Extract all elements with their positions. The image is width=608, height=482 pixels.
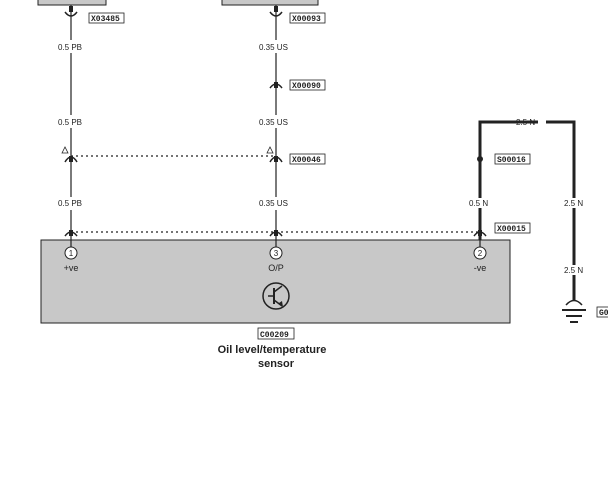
wire-label-pb-2: 0.5 PB — [58, 118, 82, 127]
module-connector-pin1-symbol — [64, 230, 78, 237]
module-connector-pin2-symbol — [473, 230, 487, 237]
wire-n-ground-run — [546, 120, 576, 300]
ground-connector-label: G0 — [599, 309, 608, 318]
wire-label-n-top: 2.5 N — [516, 118, 535, 127]
sensor-title-line1: Oil level/temperature — [218, 344, 327, 356]
connector-s00016-box — [494, 153, 531, 165]
ground-connector-box — [596, 306, 608, 318]
wire-n-top-run — [478, 120, 538, 240]
module-connector-pin3-symbol — [269, 230, 283, 237]
sensor-id-box — [257, 327, 295, 340]
sensor-id-label: C00209 — [260, 331, 289, 340]
connector-x00015-box — [494, 222, 531, 234]
connector-x00090-label: X00090 — [292, 82, 321, 91]
transistor-icon — [262, 282, 290, 310]
splice-marker-middle — [266, 146, 283, 163]
wire-label-us-1: 0.35 US — [259, 43, 288, 52]
connector-x03485-box — [88, 12, 125, 24]
ground-symbol — [562, 299, 586, 323]
sensor-pin-2-label: -ve — [474, 263, 487, 273]
svg-text:2: 2 — [478, 249, 483, 258]
wire-label-n-right-1: 2.5 N — [564, 199, 583, 208]
connector-x00090-box — [289, 79, 326, 91]
sensor-pin-3: 3 — [269, 246, 283, 260]
sensor-pin-2: 2 — [473, 246, 487, 260]
splice-s00016 — [477, 156, 483, 162]
sensor-title-line2: sensor — [258, 358, 295, 370]
connector-x00093-box — [289, 12, 326, 24]
svg-text:3: 3 — [274, 249, 279, 258]
sensor-pin-3-label: O/P — [268, 263, 284, 273]
upstream-module-right — [221, 0, 319, 6]
connector-x03485-symbol — [64, 6, 78, 17]
connector-x00093-label: X00093 — [292, 15, 321, 24]
connector-x00046-label: X00046 — [292, 156, 321, 165]
wire-label-us-3: 0.35 US — [259, 199, 288, 208]
splice-marker-left — [61, 146, 78, 163]
sensor-pin-1: 1 — [64, 246, 78, 260]
wire-label-pb-3: 0.5 PB — [58, 199, 82, 208]
connector-x03485-label: X03485 — [91, 15, 120, 24]
connector-x00090-symbol — [269, 82, 283, 89]
wire-label-n-mid: 0.5 N — [469, 199, 488, 208]
wire-label-us-2: 0.35 US — [259, 118, 288, 127]
connector-x00015-label: X00015 — [497, 225, 526, 234]
connector-x00046-box — [289, 153, 326, 165]
connector-x00093-symbol — [269, 6, 283, 17]
upstream-module-left — [37, 0, 107, 6]
sensor-pin-1-label: +ve — [64, 263, 79, 273]
svg-text:1: 1 — [69, 249, 74, 258]
wire-label-n-right-2: 2.5 N — [564, 266, 583, 275]
connector-s00016-label: S00016 — [497, 156, 526, 165]
wire-label-pb-1: 0.5 PB — [58, 43, 82, 52]
